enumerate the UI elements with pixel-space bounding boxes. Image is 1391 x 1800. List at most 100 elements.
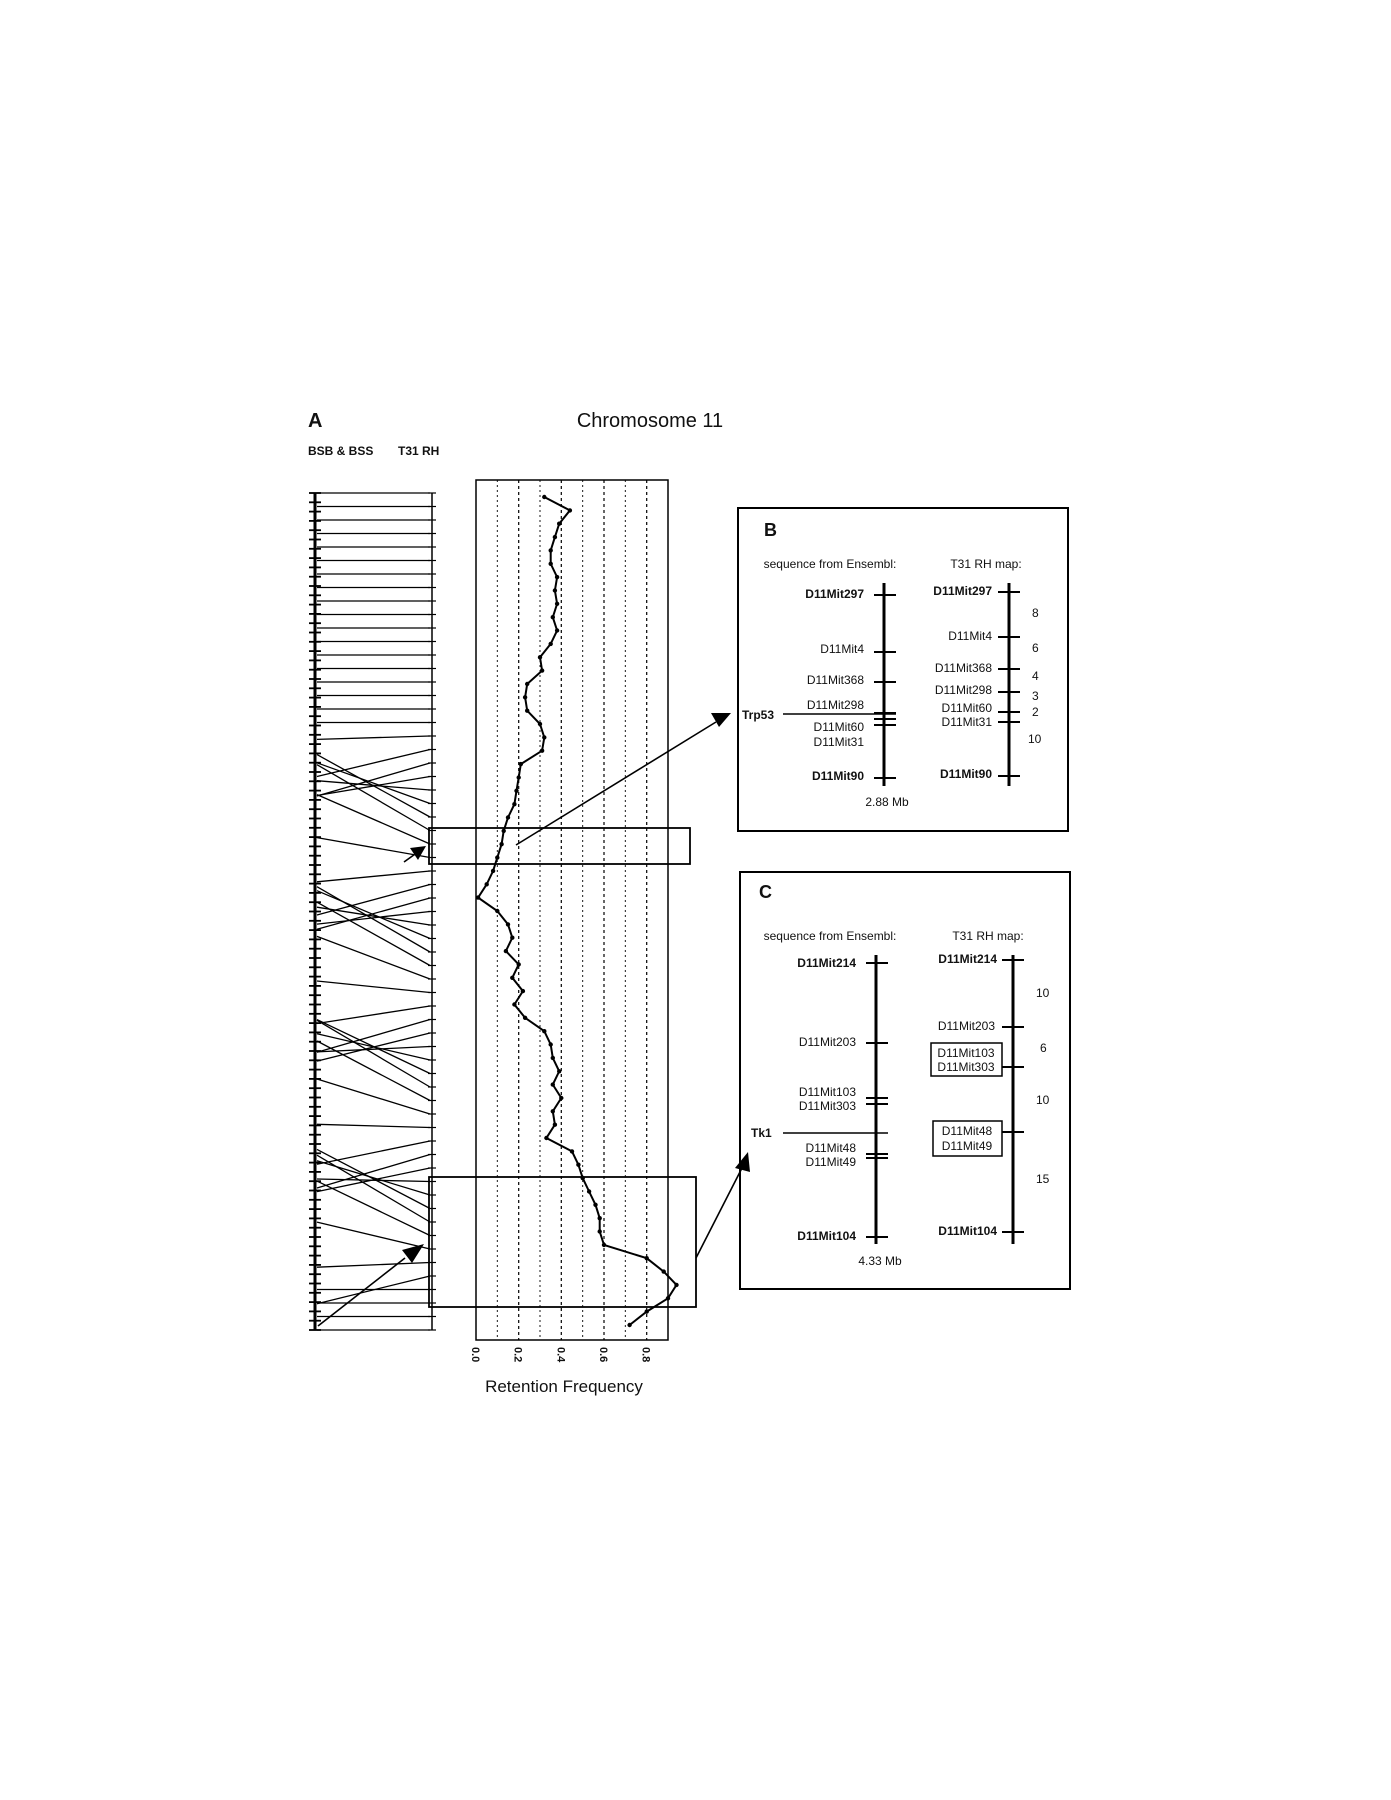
marker-connector	[316, 1078, 431, 1115]
data-point	[503, 948, 509, 954]
b-left-d11mit90: D11Mit90	[812, 769, 864, 783]
data-point	[550, 615, 555, 620]
marker-connector	[316, 886, 431, 953]
data-point	[554, 628, 560, 633]
c-right-box-103-303	[930, 1042, 1003, 1077]
marker-connector	[316, 764, 431, 832]
b-distance: 10	[1028, 732, 1042, 746]
data-point	[601, 1242, 607, 1248]
data-point	[544, 1135, 549, 1141]
data-point	[593, 1202, 598, 1208]
b-left-d11mit60: D11Mit60	[814, 720, 865, 734]
marker-connector	[316, 1019, 431, 1088]
c-left-d11mit303: D11Mit303	[799, 1099, 856, 1113]
data-point	[542, 735, 547, 740]
marker-connector	[316, 890, 431, 940]
bsb-bss-label: BSB & BSS	[308, 444, 373, 458]
data-point	[490, 868, 496, 874]
marker-connector	[316, 1123, 431, 1129]
data-point	[510, 975, 515, 980]
c-left-d11mit104: D11Mit104	[797, 1229, 856, 1243]
marker-connector	[316, 1148, 431, 1210]
panel-c-frame	[739, 871, 1071, 1290]
panel-b-left-heading: sequence from Ensembl:	[764, 557, 897, 571]
b-distance: 8	[1032, 606, 1039, 620]
arrows	[317, 713, 750, 1327]
b-right-d11mit90: D11Mit90	[940, 767, 992, 781]
data-point	[674, 1282, 679, 1288]
marker-connector	[316, 906, 431, 926]
marker-connector	[316, 980, 431, 994]
b-distance: 6	[1032, 641, 1039, 655]
marker-connector	[316, 1221, 431, 1250]
c-left-d11mit49: D11Mit49	[806, 1155, 857, 1169]
c-left-d11mit214: D11Mit214	[797, 956, 856, 970]
marker-connector	[316, 1019, 431, 1075]
b-right-d11mit298: D11Mit298	[935, 683, 992, 697]
c-right-d11mit214: D11Mit214	[938, 952, 997, 966]
data-point	[518, 761, 523, 767]
data-point	[552, 534, 558, 540]
data-point	[559, 1095, 564, 1101]
panel-c-left-heading: sequence from Ensembl:	[764, 929, 897, 943]
tk1-label: Tk1	[751, 1126, 772, 1140]
c-right-d11mit104: D11Mit104	[938, 1224, 997, 1238]
marker-connector	[316, 1261, 431, 1268]
data-point	[552, 1122, 558, 1127]
chromosome-title: Chromosome 11	[577, 410, 723, 432]
data-point	[548, 1042, 553, 1047]
marker-connector	[316, 1178, 431, 1183]
panel-a-letter: A	[308, 410, 322, 432]
data-point	[537, 721, 543, 727]
data-point	[495, 908, 500, 914]
data-point	[505, 815, 511, 820]
x-tick-label: 0.4	[554, 1347, 566, 1363]
marker-connector	[316, 870, 431, 883]
b-right-d11mit368: D11Mit368	[935, 661, 992, 675]
data-point	[542, 494, 547, 500]
marker-connector	[316, 762, 431, 805]
panel-c-right-heading: T31 RH map:	[952, 929, 1023, 943]
panel-b: B sequence from Ensembl: T31 RH map: Trp…	[737, 507, 1069, 832]
data-point	[484, 882, 489, 887]
data-point	[665, 1296, 671, 1301]
data-point	[552, 588, 558, 593]
data-point	[567, 508, 573, 513]
data-point	[597, 1216, 602, 1221]
region-b-highlight	[428, 827, 691, 865]
panel-c: C sequence from Ensembl: T31 RH map: Tk1…	[739, 871, 1071, 1290]
data-point	[525, 681, 530, 687]
data-point	[501, 828, 506, 834]
data-point	[586, 1189, 592, 1194]
marker-connector	[316, 897, 431, 930]
marker-connector	[316, 735, 431, 741]
data-point	[516, 962, 521, 967]
c-right-d11mit203: D11Mit203	[938, 1019, 995, 1033]
marker-connector	[316, 754, 431, 818]
c-distance: 10	[1036, 986, 1050, 1000]
c-distance: 10	[1036, 1093, 1050, 1107]
retention-data-points	[475, 494, 679, 1328]
c-right-d11mit103: D11Mit103	[937, 1046, 994, 1060]
data-point	[542, 1029, 547, 1034]
b-left-d11mit368: D11Mit368	[807, 673, 864, 687]
linkage-comparison-map	[309, 492, 436, 1331]
marker-connector	[316, 1018, 431, 1053]
data-point	[537, 655, 543, 660]
data-point	[522, 695, 528, 700]
b-right-d11mit297: D11Mit297	[933, 584, 992, 598]
c-size-label: 4.33 Mb	[858, 1254, 902, 1268]
marker-connector	[316, 1180, 431, 1237]
marker-connector	[316, 1154, 431, 1223]
c-distance: 15	[1036, 1172, 1050, 1186]
b-distance: 3	[1032, 689, 1039, 703]
plot-frame	[475, 479, 669, 1341]
x-tick-label: 0.0	[469, 1347, 481, 1362]
x-axis-label: Retention Frequency	[485, 1377, 643, 1396]
marker-connector	[316, 1140, 431, 1165]
data-point	[505, 922, 511, 927]
region-c-highlight	[428, 1176, 697, 1308]
